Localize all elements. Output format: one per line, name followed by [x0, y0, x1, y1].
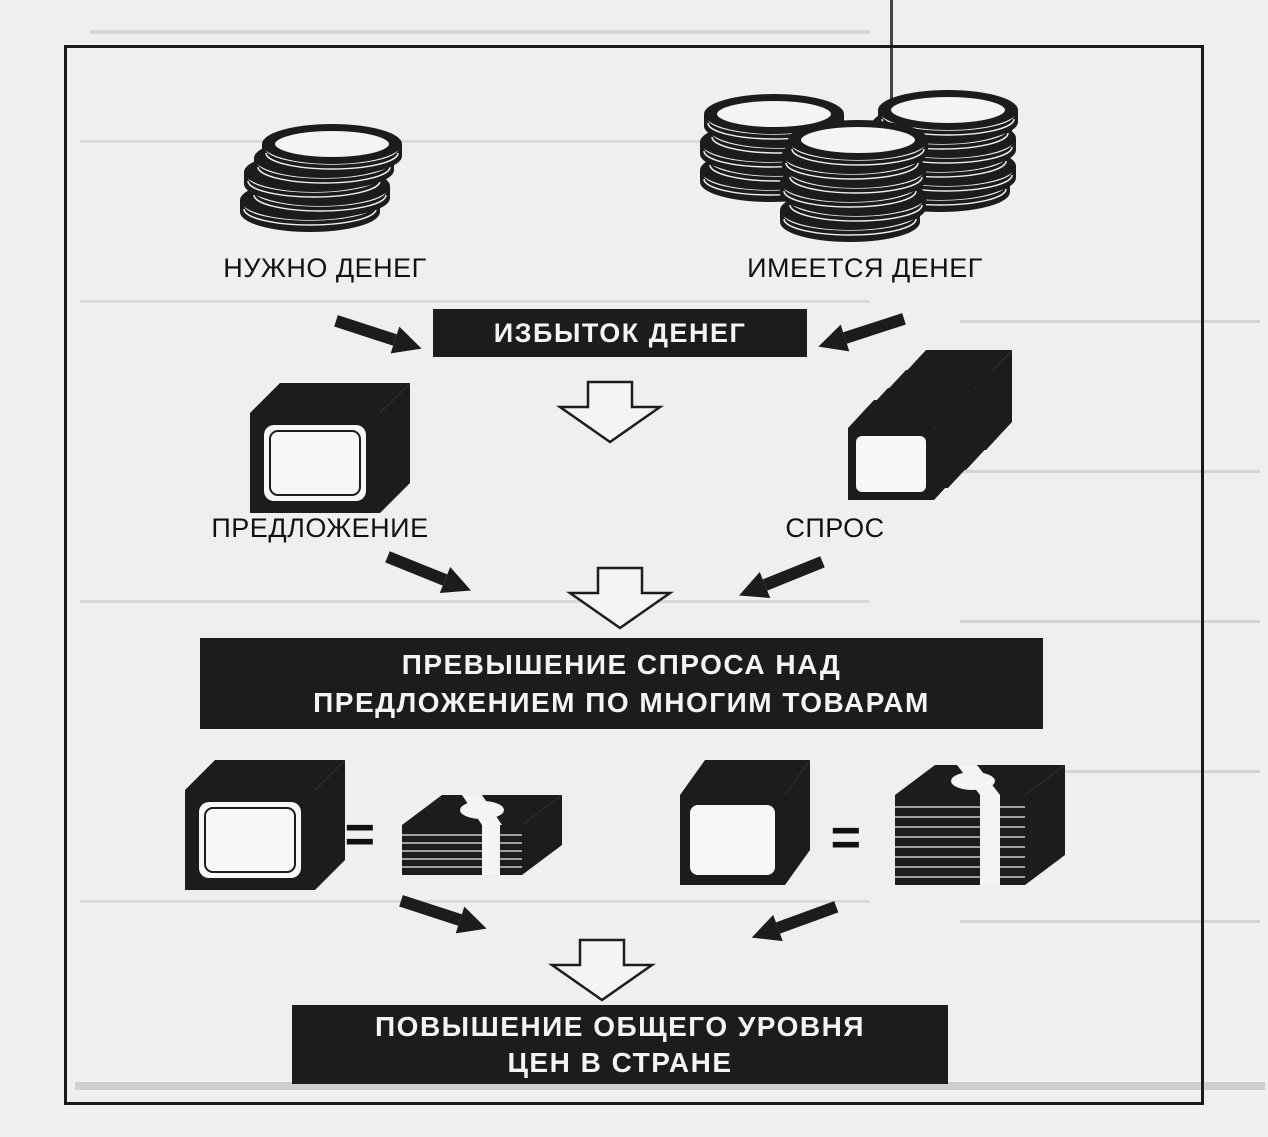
arrow-icon	[332, 308, 426, 362]
box-money-surplus: ИЗБЫТОК ДЕНЕГ	[433, 309, 807, 357]
box-excess-demand-line2: ПРЕДЛОЖЕНИЕМ ПО МНОГИМ ТОВАРАМ	[313, 686, 930, 718]
arrow-icon	[558, 380, 662, 444]
equals-sign: =	[344, 806, 376, 864]
box-excess-demand-line1: ПРЕВЫШЕНИЕ СПРОСА НАД	[401, 648, 842, 680]
box-price-rise-line2: ЦЕН В СТРАНЕ	[507, 1046, 733, 1078]
label-demand: СПРОС	[785, 513, 885, 543]
money-bundle-icon	[401, 794, 563, 876]
label-money-available: ИМЕЕТСЯ ДЕНЕГ	[747, 253, 983, 283]
label-money-needed: НУЖНО ДЕНЕГ	[223, 253, 427, 283]
arrow-icon	[814, 306, 908, 360]
diagram-frame	[64, 45, 1204, 1105]
arrow-icon	[397, 888, 491, 942]
box-price-rise-line1: ПОВЫШЕНИЕ ОБЩЕГО УРОВНЯ	[375, 1010, 865, 1042]
tv-icon	[249, 382, 411, 514]
coin-stack-icon	[239, 123, 403, 233]
box-price-rise: ПОВЫШЕНИЕ ОБЩЕГО УРОВНЯ ЦЕН В СТРАНЕ	[292, 1005, 948, 1084]
arrow-icon	[734, 549, 828, 609]
boxes-stack-icon	[848, 350, 1012, 500]
tv-icon	[184, 759, 346, 891]
coin-stacks-large-icon	[699, 89, 1019, 243]
box-money-surplus-text: ИЗБЫТОК ДЕНЕГ	[493, 317, 747, 348]
box-icon	[680, 760, 810, 885]
column-rule	[890, 0, 893, 128]
arrow-icon	[568, 566, 672, 630]
label-supply: ПРЕДЛОЖЕНИЕ	[211, 513, 429, 543]
arrow-icon	[550, 938, 654, 1002]
box-excess-demand: ПРЕВЫШЕНИЕ СПРОСА НАД ПРЕДЛОЖЕНИЕМ ПО МН…	[200, 638, 1043, 729]
arrow-icon	[382, 544, 476, 604]
equals-sign: =	[830, 809, 862, 867]
arrow-icon	[747, 894, 841, 951]
money-bundle-large-icon	[895, 765, 1065, 885]
